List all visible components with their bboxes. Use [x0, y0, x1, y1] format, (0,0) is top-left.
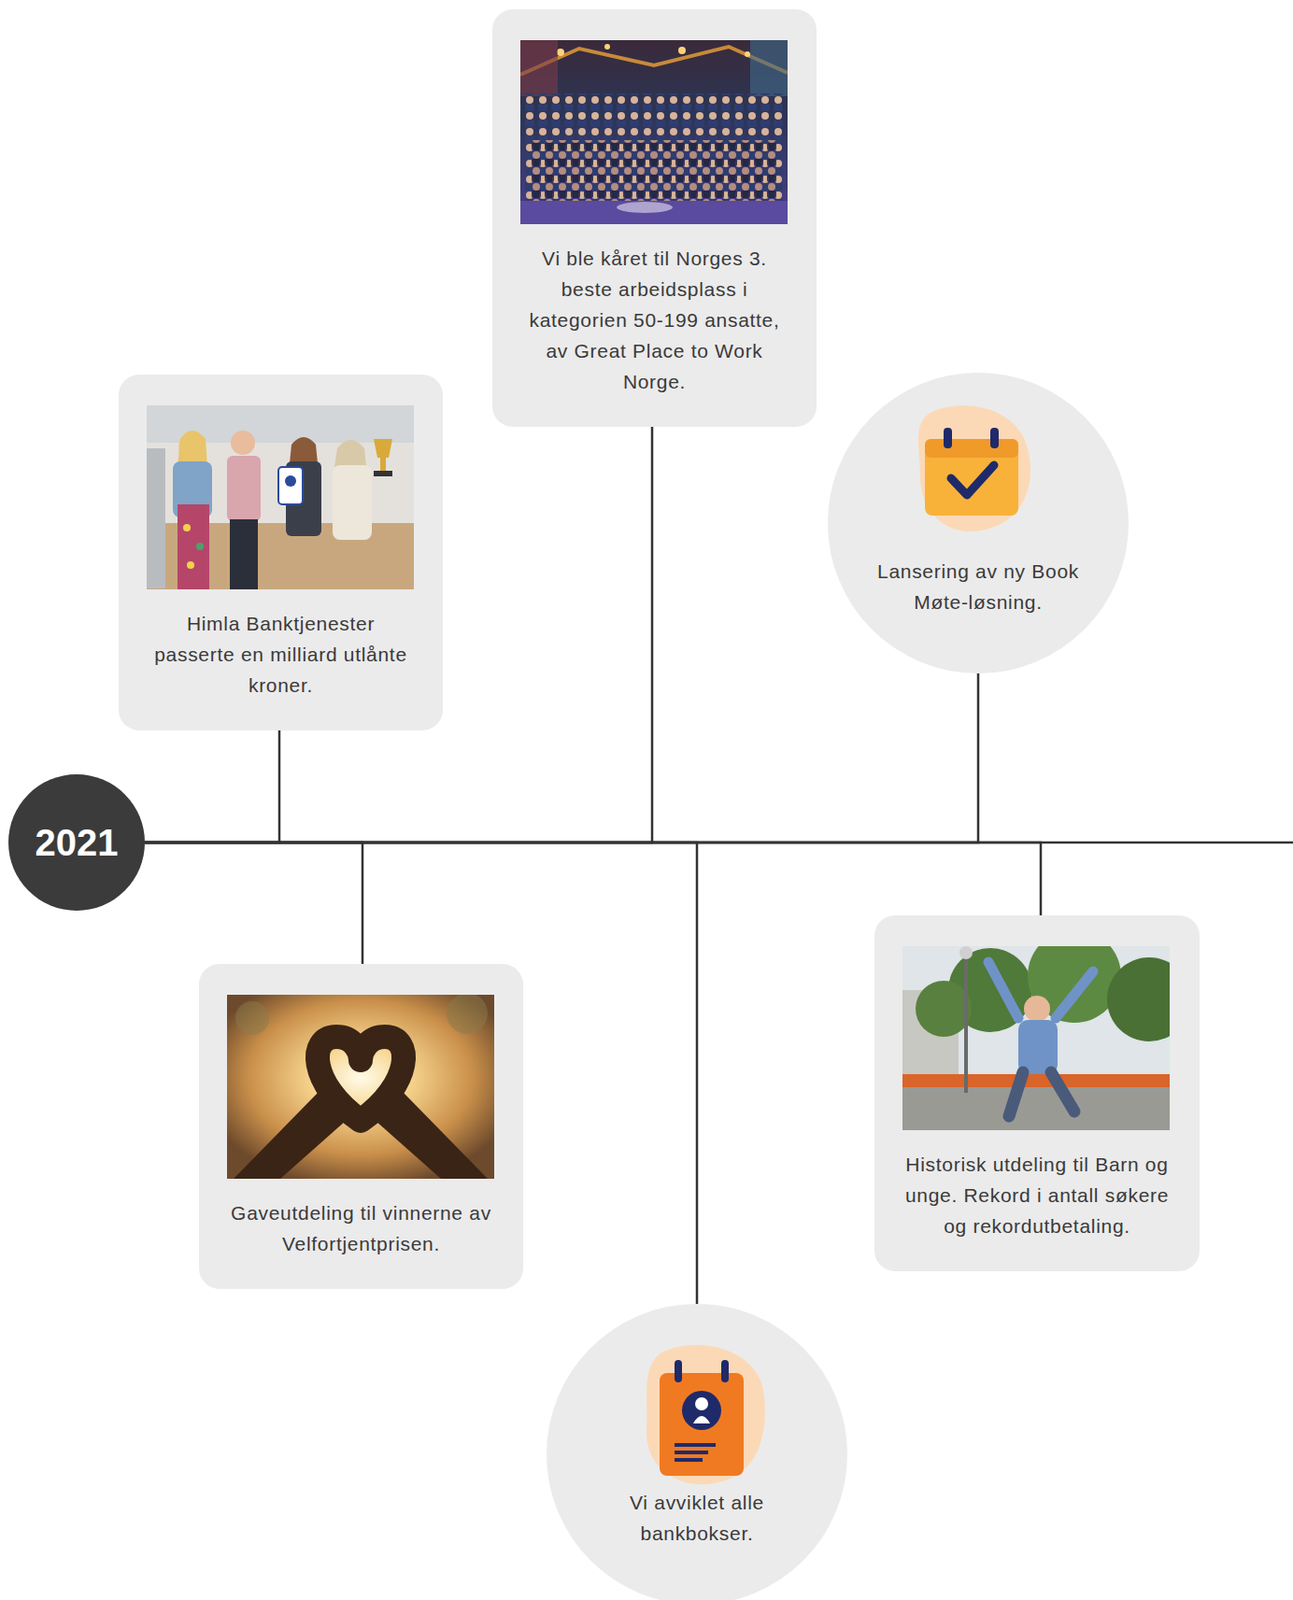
photo-space: [520, 40, 789, 225]
jumping-man-photo: [902, 946, 1170, 1131]
event-text: Vi ble kåret til Norges 3. beste arbeids…: [520, 242, 789, 398]
event-text: Gaveutdeling til vinnerne av Velfortjent…: [227, 1197, 496, 1260]
id-badge-icon: [646, 1345, 766, 1485]
year-circle: 2021: [8, 774, 145, 911]
timeline-branch: [144, 842, 1041, 916]
timeline-branch: [144, 730, 280, 843]
crowd-photo: [520, 40, 788, 225]
photo-space: [146, 405, 415, 590]
event-card: Gaveutdeling til vinnerne av Velfortjent…: [198, 964, 524, 1290]
event-text: Himla Banktjenester passerte en milliard…: [146, 608, 415, 701]
heart-hands-photo: [227, 994, 495, 1180]
event-circle: Lansering av ny Book Møte-løsning.: [827, 372, 1129, 674]
event-text: Vi avviklet alle bankbokser.: [595, 1487, 799, 1549]
office-photo: [146, 405, 414, 590]
event-card: Historisk utdeling til Barn og unge. Rek…: [874, 915, 1200, 1272]
event-text: Lansering av ny Book Møte-løsning.: [876, 555, 1080, 618]
event-circle: Vi avviklet alle bankbokser.: [546, 1304, 848, 1600]
photo-space: [902, 946, 1172, 1131]
event-card: Himla Banktjenester passerte en milliard…: [118, 374, 443, 731]
year-label: 2021: [35, 821, 119, 865]
timeline-branch: [144, 842, 697, 1305]
timeline-branch: [144, 842, 363, 965]
event-card: Vi ble kåret til Norges 3. beste arbeids…: [492, 9, 817, 427]
calendar-check-icon: [918, 405, 1031, 532]
event-text: Historisk utdeling til Barn og unge. Rek…: [902, 1149, 1172, 1242]
photo-space: [227, 994, 496, 1180]
